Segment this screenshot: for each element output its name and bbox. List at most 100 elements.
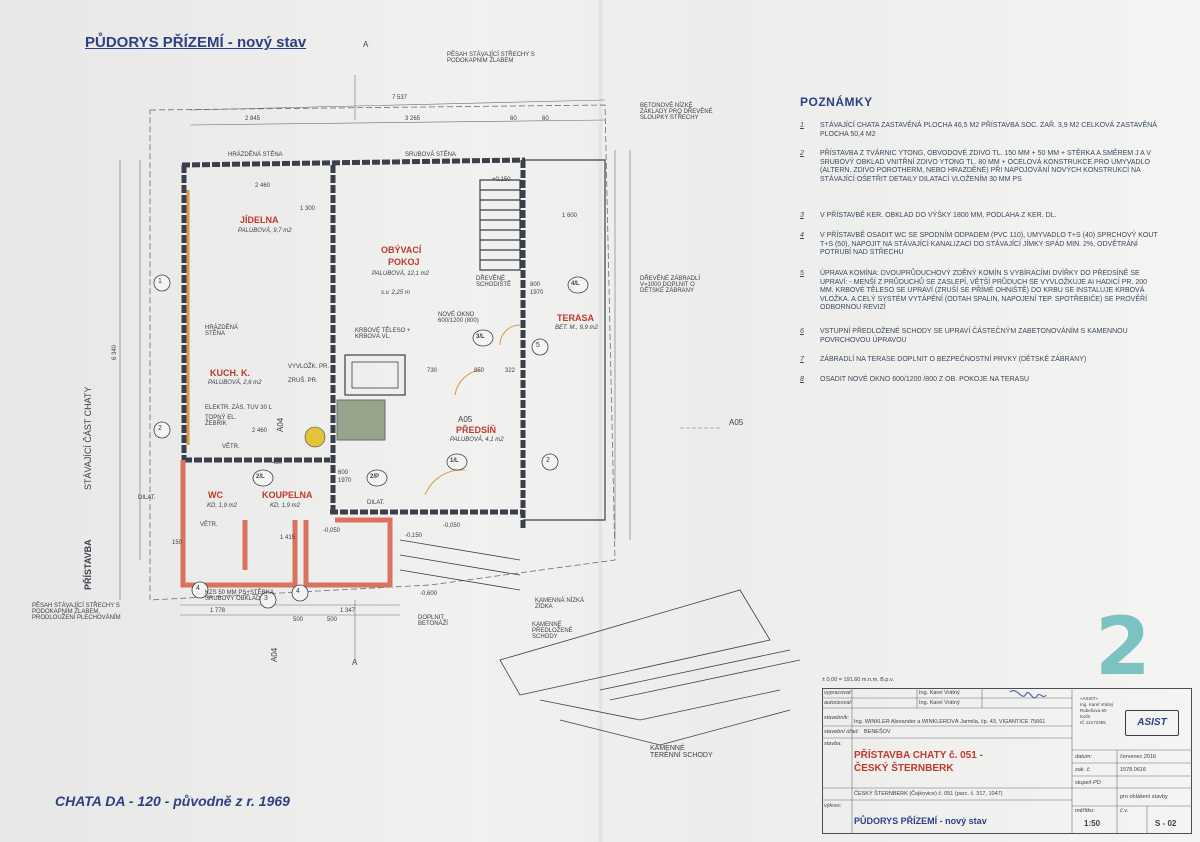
level-m0150: -0,150 [405, 533, 423, 539]
water-heater [304, 426, 326, 448]
label-krbove: KRBOVÉ TĚLESO + KRBOVÁ VL. [355, 328, 411, 340]
dim-450: 450 [272, 460, 283, 466]
notes-heading: POZNÁMKY [800, 95, 873, 109]
door-tag: 3/L [476, 334, 485, 340]
room-obyvaci: OBÝVACÍ [381, 245, 422, 255]
label-dilat1: DILAT. [138, 495, 156, 501]
label-vetr1: VĚTR. [222, 444, 240, 450]
grid-marker: 2 [158, 425, 162, 432]
label-zero-level: ± 0,00 = 191,60 m.n.m. B.p.v. [822, 677, 894, 683]
note-item: 3V PŘÍSTAVBĚ KER. OBKLAD DO VÝŠKY 1800 m… [800, 212, 1057, 219]
dim-1600: 1 600 [562, 213, 578, 219]
door-tag: 2/P [370, 474, 380, 480]
dim-1778: 1 778 [210, 608, 226, 614]
tb-datum-value: červenec 2016 [1120, 754, 1157, 760]
tb-cv-label: č.v. [1120, 808, 1129, 814]
door-tag: 4/L [571, 281, 580, 287]
label-pesah-top: PĚSAH STÁVAJÍCÍ STŘECHY S PODOKAPNÍM ŽLA… [447, 52, 535, 64]
dim-1347: 1 347 [340, 608, 356, 614]
dim-150: 150 [172, 540, 183, 546]
sheet-stamp-number: 2 [1095, 600, 1151, 693]
grid-marker: 1 [158, 278, 162, 285]
tb-zak-value: 1578.0616 [1120, 767, 1146, 773]
grid-marker: 2 [546, 457, 550, 464]
label-zrus: ZRUŠ. PR. [288, 378, 318, 384]
section-a04-bottom: A04 [270, 647, 279, 662]
terrain-steps [499, 589, 771, 696]
label-drevene-schodiste: DŘEVĚNÉ SCHODIŠTĚ [476, 276, 512, 288]
door-tag: 1/L [450, 458, 459, 464]
wall-north [181, 157, 526, 168]
title-block-frame [822, 688, 1192, 834]
room-terasa: TERASA [557, 313, 595, 323]
level-m0050b: -0,050 [323, 528, 341, 534]
label-hrazdena-left: HRÁZDĚNÁ STĚNA [205, 325, 239, 337]
tb-autorizoval-label: autorizoval: [824, 700, 853, 706]
tb-stavebnik-value: Ing. WINKLER Alexander a WINKLEROVÁ Jarm… [854, 719, 1046, 725]
chata-caption: CHATA DA - 120 - původně z r. 1969 [55, 793, 290, 809]
level-m0050: -0,050 [443, 523, 461, 529]
title-block: vypracoval: Ing. Karel Vrátný autorizova… [822, 688, 1192, 834]
paper-fold [598, 0, 604, 842]
dim-60a: 60 [510, 116, 517, 122]
tb-meritko-value: 1:50 [1084, 819, 1101, 828]
asist-logo: ASIST [1125, 710, 1179, 736]
dim-2460: 2 460 [255, 183, 271, 189]
page-title: PŮDORYS PŘÍZEMÍ - nový stav [85, 34, 307, 51]
label-kamenna-zidka: KAMENNÁ NÍZKÁ ZÍDKA [535, 598, 585, 610]
dim-1415: 1 415 [280, 535, 296, 541]
label-topny: TOPNÝ EL. ŽEBŘÍK [205, 415, 237, 427]
label-stavajici-cast: STÁVAJÍCÍ ČÁST CHATY [83, 386, 93, 490]
grid-marker: 5 [536, 342, 540, 349]
tb-company-line: Kolín [1080, 714, 1091, 719]
terrace-outline [523, 159, 606, 521]
grid-marker: 4 [196, 585, 200, 592]
grid-marker: 4 [296, 588, 300, 595]
dim-500a: 500 [293, 617, 304, 623]
tb-vykres-label: výkres: [824, 803, 842, 809]
tb-project-title-2: ČESKÝ ŠTERNBERK [854, 763, 954, 774]
room-wc-sub: KD, 1,9 m2 [207, 503, 238, 509]
room-kuchk: KUCH. K. [210, 368, 250, 378]
room-wc: WC [208, 490, 223, 500]
tb-stavba-label: stavba: [824, 741, 842, 747]
label-kamenne-terenni: KAMENNÉ TERÉNNÍ SCHODY [650, 745, 713, 759]
label-drevene-zabradli: DŘEVĚNÉ ZÁBRADLÍ v=1000 DOPLNIT O DĚTSKÉ… [640, 276, 701, 294]
tb-urad-label: stavební úřad: [824, 729, 859, 735]
level-p0150: +0,150 [492, 177, 511, 183]
section-a04: A04 [276, 417, 285, 432]
label-dilat2: DILAT. [367, 500, 385, 506]
room-obyvaci-2: POKOJ [388, 257, 420, 267]
dim-60b: 60 [542, 116, 549, 122]
label-betonove: BETONOVÉ NÍZKÉ ZÁKLADY PRO DŘEVĚNÉ SLOUP… [640, 103, 713, 121]
room-koupelna: KOUPELNA [262, 490, 313, 500]
dim-322: 322 [505, 368, 516, 374]
tb-company: «ASIST» Ing. Karel Vrátný Rubešova 60 Ko… [1080, 696, 1113, 726]
dim-2845: 2 845 [245, 116, 261, 122]
label-vyvlozk: VYVLOŽK. PR. [288, 364, 330, 370]
tb-company-line: Rubešova 60 [1080, 708, 1107, 713]
dim-1970: 1970 [338, 478, 352, 484]
room-obyvaci-height: s.v. 2,25 m [381, 290, 410, 296]
section-a05: A05 [729, 418, 744, 427]
tb-stupen-label: stupeň PD [1075, 780, 1101, 786]
room-terasa-sub: BET. M., 9,9 m2 [555, 325, 598, 331]
roof-outline [149, 104, 616, 601]
label-kamenne-predlozene: KAMENNÉ PŘEDLOŽENÉ SCHODY [532, 622, 573, 640]
tb-vypracoval-label: vypracoval: [824, 690, 852, 696]
label-srubova: SRUBOVÁ STĚNA [405, 152, 457, 158]
dim-total-top: 7 537 [392, 95, 408, 101]
grid-marker: 3 [264, 595, 268, 602]
tb-urad-value: BENEŠOV [864, 729, 891, 735]
dim-1970b: 1970 [530, 290, 544, 296]
tb-autorizoval-value: Ing. Karel Vrátný [919, 700, 960, 706]
label-doplnit-beton: DOPLNIT BETONÁŽÍ [418, 615, 448, 627]
tb-meritko-label: měřítko: [1075, 808, 1095, 814]
label-vetr2: VĚTR. [200, 522, 218, 528]
